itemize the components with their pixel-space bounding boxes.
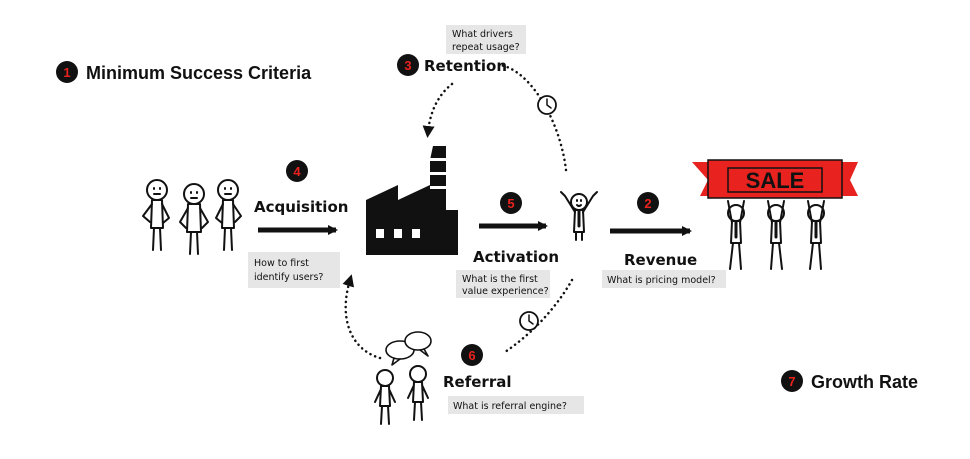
badge-circle — [56, 61, 78, 83]
criteria-label: Growth Rate — [811, 372, 918, 392]
clock-icon — [519, 311, 539, 331]
growth-rate-criteria: 7 Growth Rate — [781, 370, 918, 392]
badge-circle — [500, 192, 522, 214]
retention-dotted-arrow — [422, 82, 454, 138]
badge-circle — [397, 54, 419, 76]
stage-label: Activation — [473, 248, 559, 266]
badge-number: 4 — [293, 164, 301, 179]
badge-number: 1 — [63, 65, 70, 80]
stage-activation: 5 Activation What is the first value exp… — [456, 192, 559, 298]
note-box — [456, 270, 550, 298]
badge-circle — [781, 370, 803, 392]
badge-number: 6 — [468, 348, 475, 363]
referral-dotted-path — [503, 278, 574, 354]
sale-text: SALE — [746, 168, 805, 193]
speech-bubble-icon — [385, 331, 432, 366]
note-line: How to first — [254, 258, 309, 269]
badge-circle — [286, 160, 308, 182]
badge-circle — [637, 192, 659, 214]
stage-revenue: 2 Revenue What is pricing model? — [602, 192, 726, 288]
note-line: value experience? — [462, 286, 549, 297]
clock-icon — [537, 95, 557, 115]
stage-retention: What drivers repeat usage? 3 Retention — [397, 25, 568, 172]
cheering-figure-icon — [560, 191, 598, 241]
note-line: repeat usage? — [452, 42, 520, 53]
note-box — [602, 270, 726, 288]
badge-circle — [461, 344, 483, 366]
stage-referral: 6 Referral What is referral engine? — [342, 274, 584, 425]
criteria-label: Minimum Success Criteria — [86, 63, 312, 83]
note-line: identify users? — [254, 272, 323, 283]
stick-figure-group-icon — [142, 179, 242, 255]
factory-icon — [366, 146, 458, 255]
minimum-success-criteria: 1 Minimum Success Criteria — [56, 61, 312, 83]
retention-dotted-path — [498, 63, 568, 172]
note-line: What drivers — [452, 29, 513, 40]
stage-label: Revenue — [624, 251, 697, 269]
note-line: What is the first — [462, 274, 538, 285]
note-box — [248, 252, 340, 288]
badge-number: 3 — [404, 58, 411, 73]
note-box — [446, 25, 526, 54]
badge-number: 2 — [644, 196, 651, 211]
note-box — [448, 396, 584, 414]
sale-banner-icon: SALE — [692, 159, 858, 270]
referral-dotted-arrow — [342, 274, 382, 360]
stage-label: Referral — [443, 373, 511, 391]
note-line: What is pricing model? — [607, 275, 716, 286]
badge-number: 7 — [788, 374, 795, 389]
stage-acquisition: 4 Acquisition How to first identify user… — [248, 160, 348, 288]
note-line: What is referral engine? — [453, 401, 567, 412]
stage-label: Acquisition — [254, 198, 348, 216]
badge-number: 5 — [507, 196, 514, 211]
stage-label: Retention — [424, 57, 507, 75]
